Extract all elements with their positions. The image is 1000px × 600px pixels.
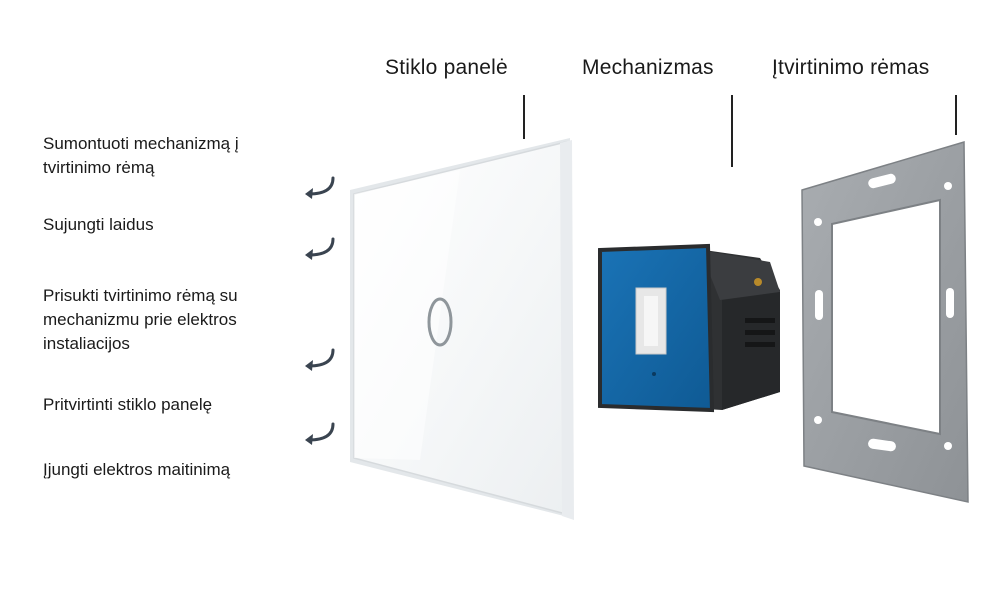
- curved-arrow-icon: [305, 176, 335, 199]
- curved-arrow-icon: [305, 422, 335, 445]
- curved-arrow-icon: [305, 348, 335, 371]
- glass-panel-label: Stiklo panelė: [385, 56, 508, 79]
- glass-panel: [350, 138, 574, 520]
- step-2: Sujungti laidus: [43, 215, 154, 234]
- curved-arrow-icon: [305, 237, 335, 260]
- glass-panel-callout-line: [523, 95, 525, 139]
- step-3: Prisukti tvirtinimo rėmą su mechanizmu p…: [43, 286, 238, 353]
- step-4: Pritvirtinti stiklo panelę: [43, 395, 213, 414]
- mounting-frame-callout-line: [955, 95, 957, 135]
- step-1: Sumontuoti mechanizmą į tvirtinimo rėmą: [43, 134, 239, 177]
- mounting-frame-label: Įtvirtinimo rėmas: [772, 56, 930, 79]
- mechanism-label: Mechanizmas: [582, 56, 714, 79]
- switch-mechanism: [598, 243, 780, 413]
- step-5: Įjungti elektros maitinimą: [43, 460, 231, 479]
- mounting-frame: [801, 140, 969, 503]
- mechanism-callout-line: [731, 95, 733, 167]
